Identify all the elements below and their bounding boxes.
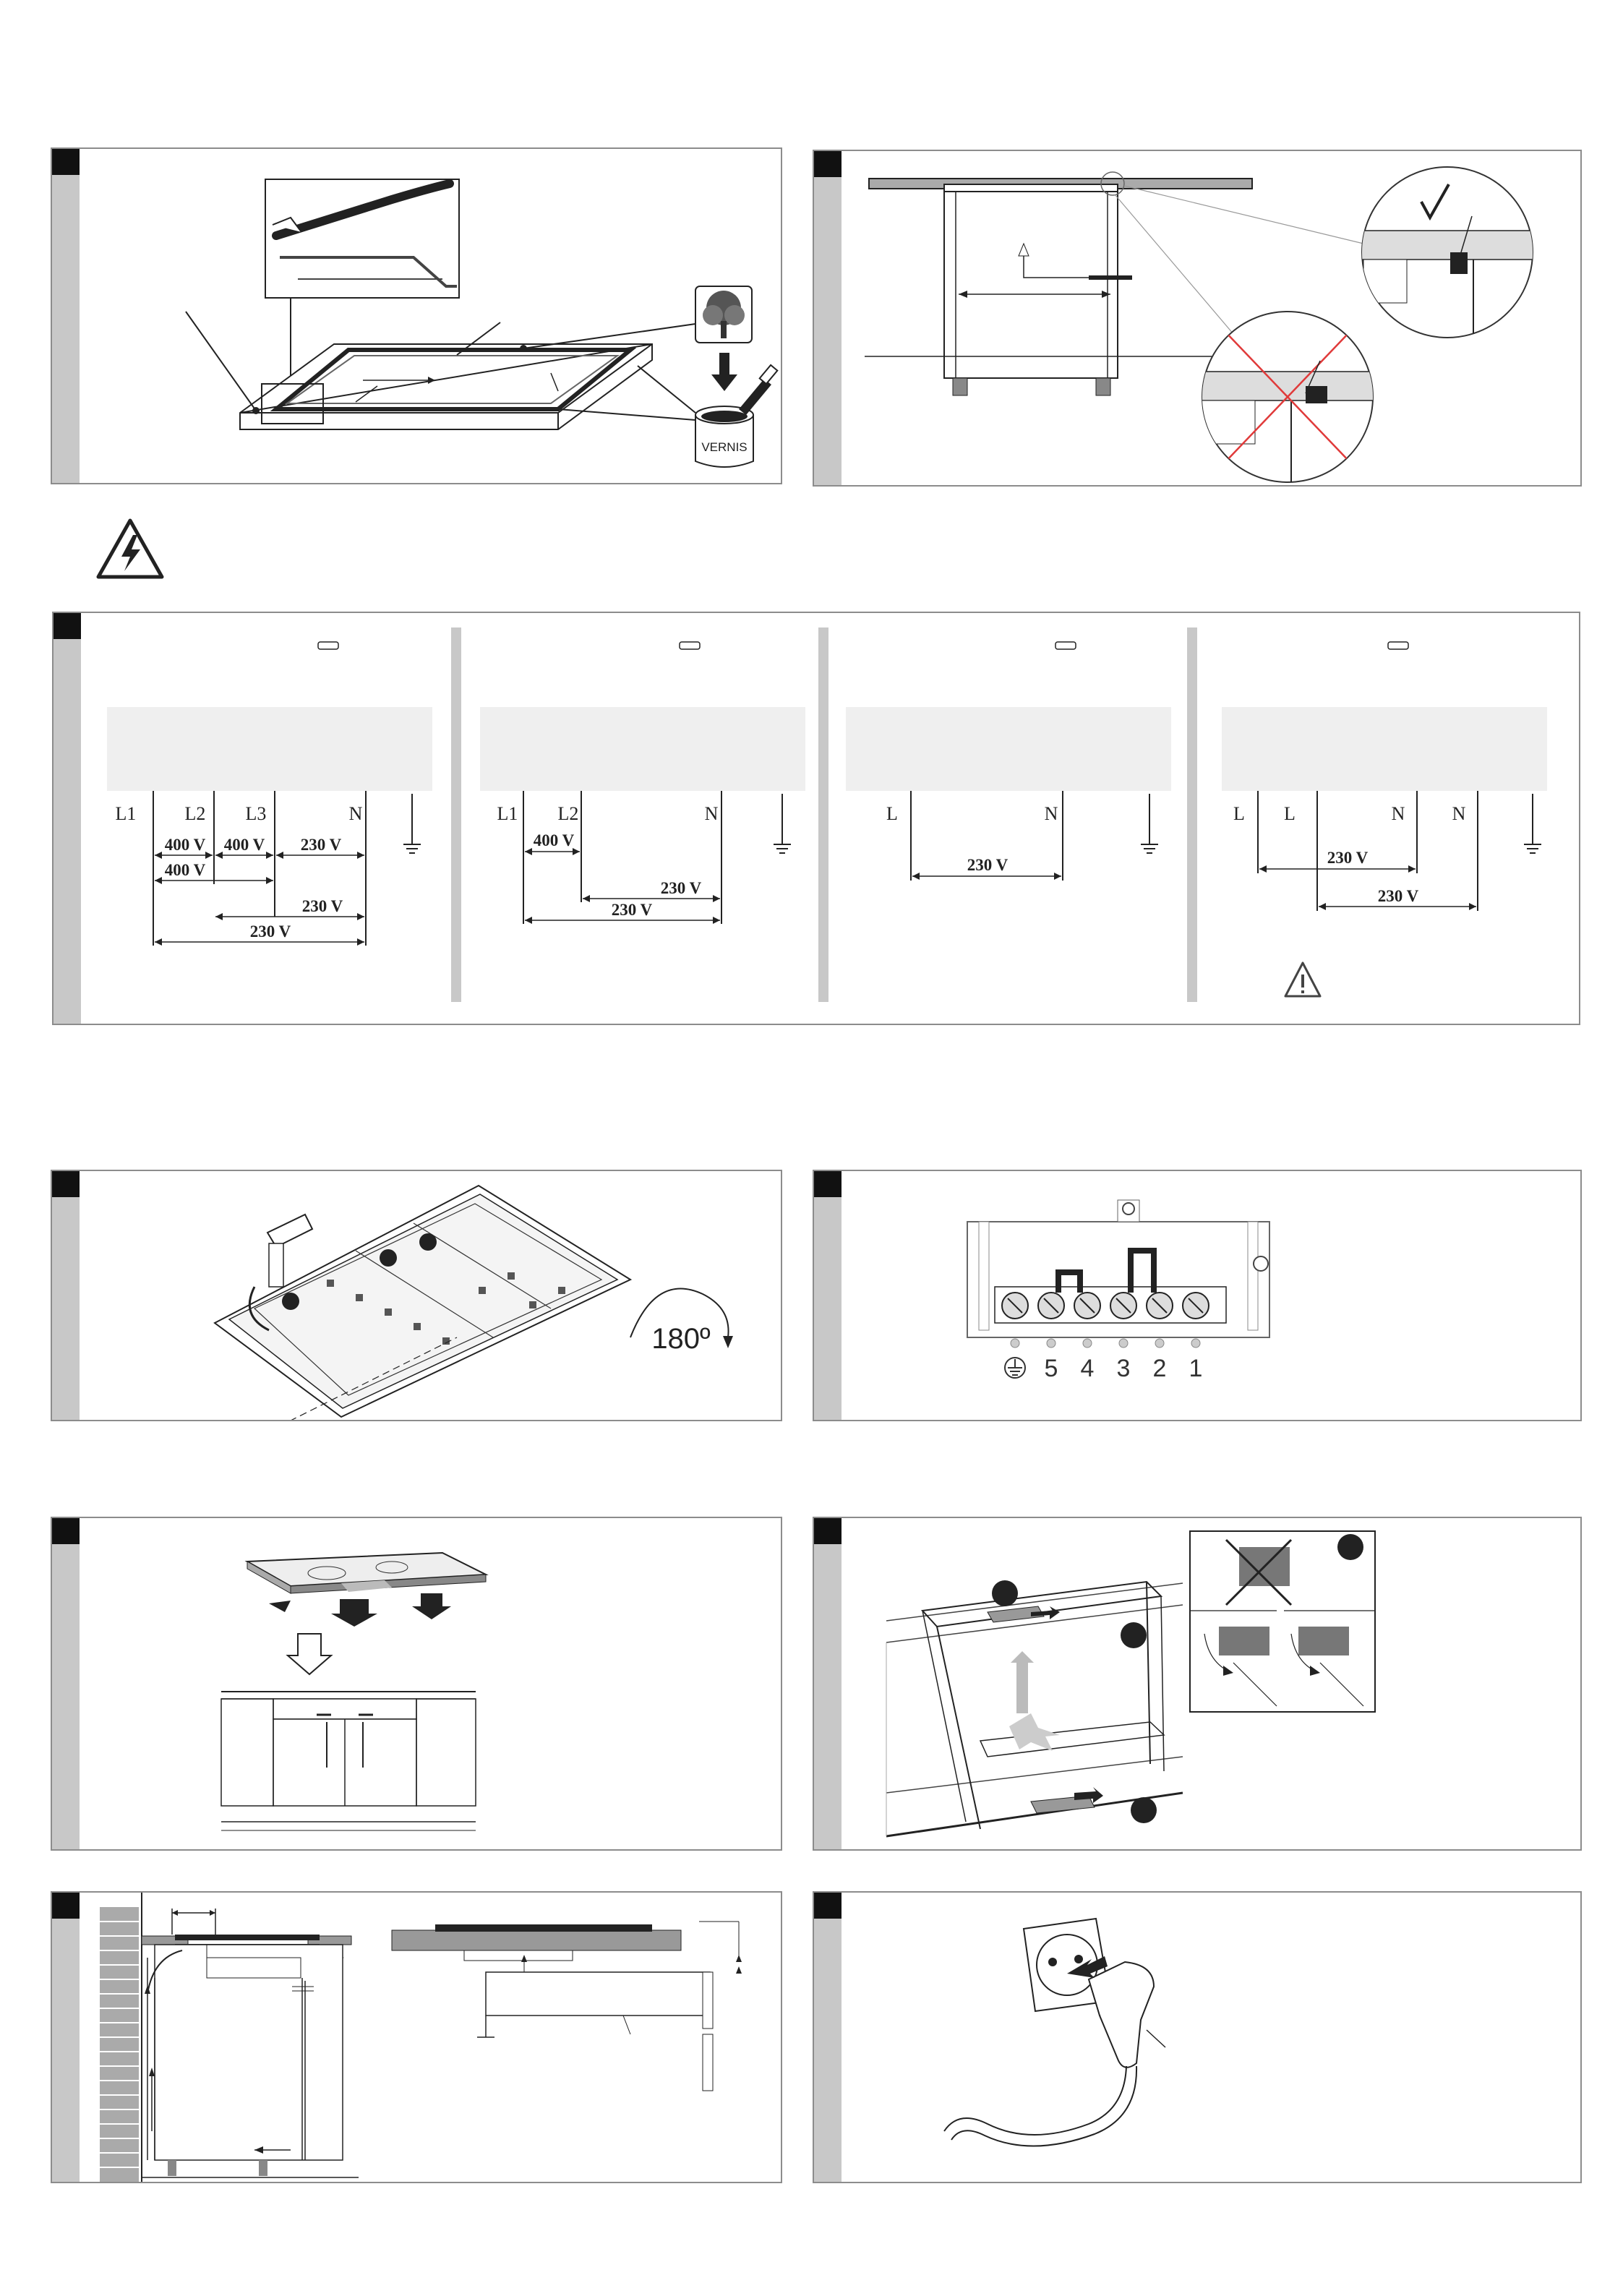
tree-icon (695, 286, 752, 343)
panel-ventilation (51, 1891, 782, 2183)
fitting-diagram (814, 151, 1582, 487)
terminal-number: 1 (1189, 1355, 1203, 1382)
voltage-label: 230 V (1327, 849, 1369, 867)
wiring-diagram-4: L L N N 230 V 230 V (1233, 791, 1541, 996)
wiring-diagram-3: L N 230 V (886, 791, 1158, 881)
terminal-block-diagram: 5 4 3 2 1 (814, 1171, 1582, 1421)
incorrect-detail (1197, 312, 1400, 487)
panel-terminal-block: 5 4 3 2 1 (813, 1170, 1582, 1421)
panel-plug-socket (813, 1891, 1582, 2183)
terminal-label: N (349, 803, 363, 824)
caution-warning-icon (1285, 963, 1320, 996)
voltage-label: 400 V (534, 831, 575, 849)
voltage-label: 230 V (302, 897, 343, 915)
terminal-label: L3 (246, 803, 267, 824)
plug-socket-diagram (814, 1893, 1582, 2183)
terminal-label: L2 (185, 803, 206, 824)
panel-rotate-hob: 180º (51, 1170, 782, 1421)
panel-correct-fitting (813, 150, 1582, 487)
seal-diagram: VERNIS (52, 149, 782, 484)
panel-wiring-diagrams: L1 L2 L3 N (52, 612, 1580, 1025)
wiring-svg: L1 L2 L3 N (53, 613, 1580, 1025)
panel-seal-varnish: VERNIS (51, 147, 782, 484)
terminal-label: L (1233, 803, 1245, 824)
insert-hob-diagram (52, 1518, 782, 1851)
wiring-diagram-1: L1 L2 L3 N (116, 791, 421, 946)
correct-detail (1349, 167, 1566, 368)
terminal-number: 2 (1153, 1355, 1167, 1382)
varnish-can-icon: VERNIS (695, 365, 777, 467)
voltage-label: 400 V (224, 836, 265, 854)
fixing-clips-diagram (814, 1518, 1582, 1851)
voltage-label: 230 V (301, 836, 342, 854)
rotation-label: 180º (651, 1323, 711, 1355)
terminal-label: N (1452, 803, 1466, 824)
ventilation-diagram (52, 1893, 782, 2183)
terminal-label: N (1392, 803, 1405, 824)
varnish-label: VERNIS (701, 440, 747, 454)
voltage-label: 400 V (165, 836, 206, 854)
zoom-box (265, 179, 459, 298)
electric-shock-warning-icon (95, 518, 165, 580)
terminal-label: L (1284, 803, 1296, 824)
terminal-label: N (705, 803, 719, 824)
terminal-number: 3 (1117, 1355, 1131, 1382)
terminal-number: 5 (1045, 1355, 1058, 1382)
terminal-label: L1 (116, 803, 137, 824)
voltage-label: 400 V (165, 861, 206, 879)
terminal-label: L2 (558, 803, 579, 824)
panel-fixing-clips (813, 1517, 1582, 1851)
voltage-label: 230 V (1378, 887, 1419, 905)
hob-underside-diagram: 180º (52, 1171, 782, 1421)
voltage-label: 230 V (661, 879, 702, 897)
voltage-label: 230 V (612, 901, 653, 919)
ground-symbol-icon (1005, 1358, 1025, 1378)
voltage-label: 230 V (250, 922, 291, 941)
terminal-label: L1 (497, 803, 518, 824)
wiring-diagram-2: L1 L2 N 400 V 230 V 230 V (497, 791, 791, 924)
terminal-label: N (1045, 803, 1058, 824)
terminal-number: 4 (1081, 1355, 1095, 1382)
panel-insert-hob (51, 1517, 782, 1851)
terminal-label: L (886, 803, 898, 824)
voltage-label: 230 V (967, 856, 1009, 874)
